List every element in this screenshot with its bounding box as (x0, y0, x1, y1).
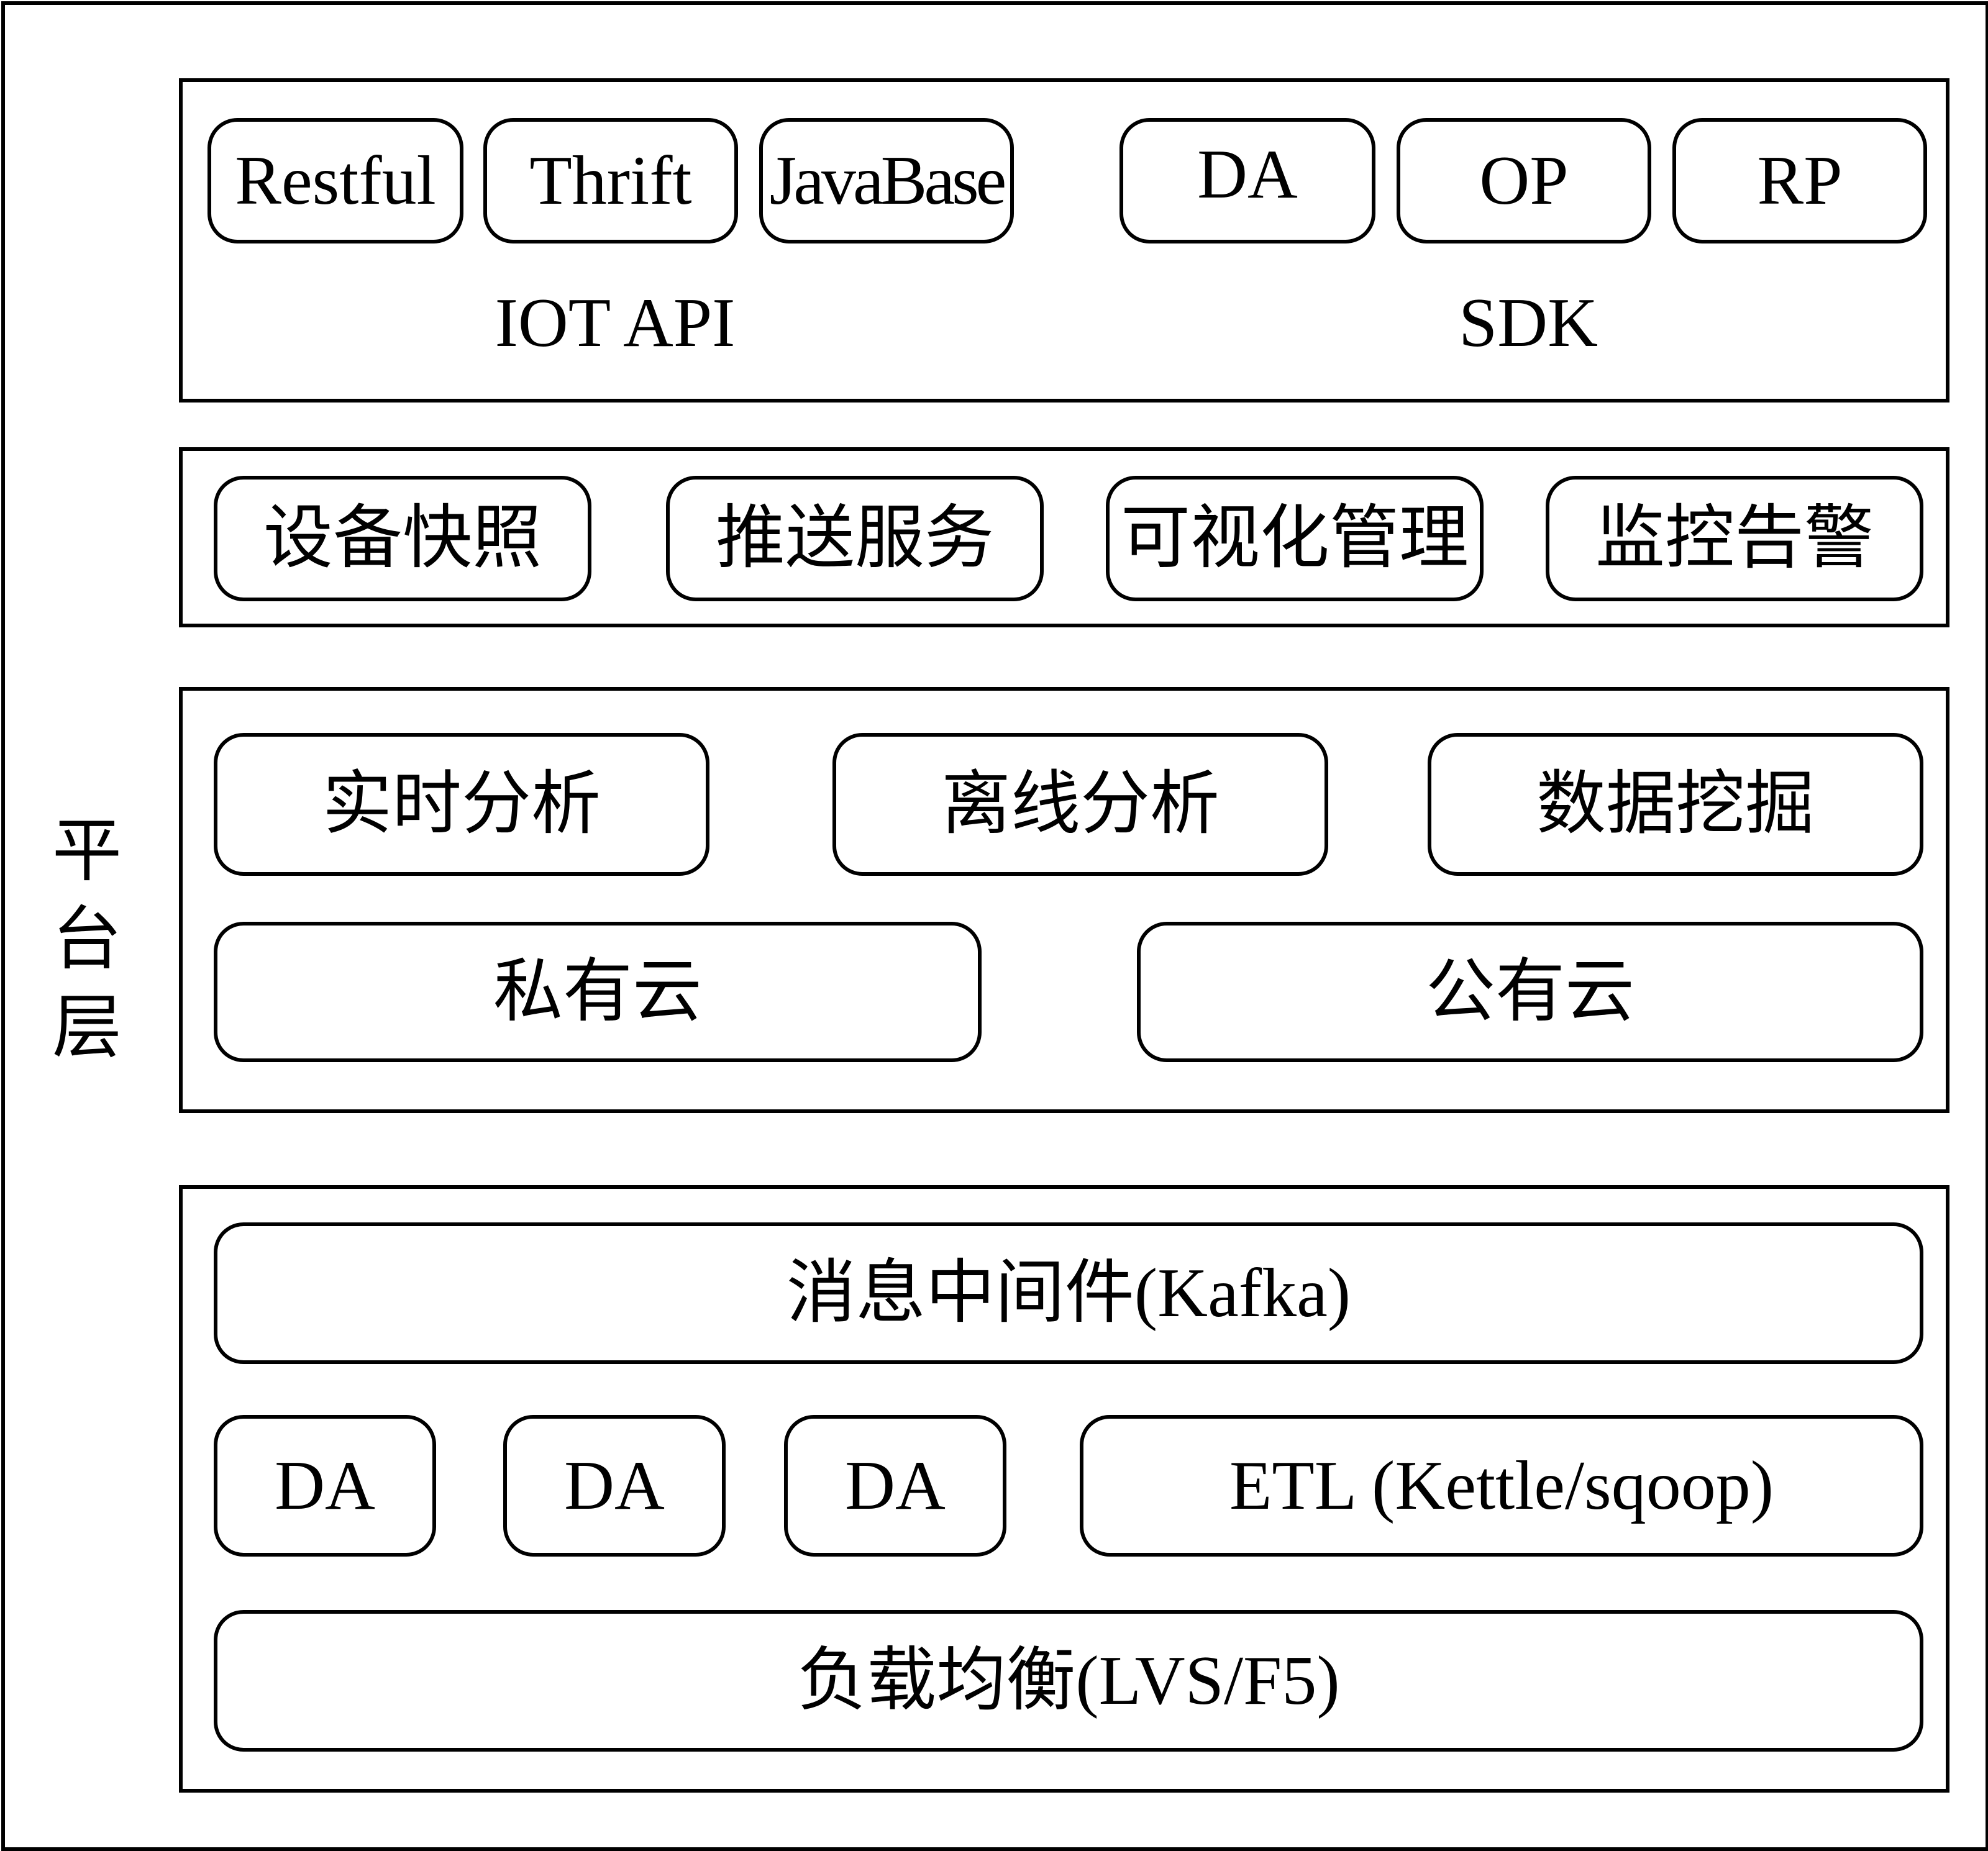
data-section (179, 1185, 1949, 1793)
sdk-op-box: OP (1397, 118, 1651, 243)
side-label-char-1: 平 (52, 813, 122, 890)
sdk-da-box: DA (1119, 118, 1375, 243)
api-restful-box: Restful (207, 118, 463, 243)
platform-layer-label: 平 台 层 (50, 807, 124, 1072)
analysis-section (179, 687, 1949, 1113)
etl-box: ETL (Kettle/sqoop) (1080, 1415, 1923, 1557)
side-label-char-2: 台 (52, 901, 122, 978)
data-mining-box: 数据挖掘 (1428, 733, 1923, 876)
side-label-char-3: 层 (52, 989, 122, 1066)
monitor-alarm-box: 监控告警 (1546, 476, 1923, 601)
public-cloud-box: 公有云 (1137, 922, 1923, 1062)
offline-analysis-box: 离线分析 (832, 733, 1328, 876)
service-section (179, 447, 1949, 627)
message-middleware-box: 消息中间件(Kafka) (214, 1222, 1923, 1364)
da-box-1: DA (214, 1415, 436, 1557)
sdk-label: SDK (1458, 284, 1598, 362)
da-box-2: DA (503, 1415, 726, 1557)
sdk-rp-box: RP (1672, 118, 1927, 243)
push-service-box: 推送服务 (666, 476, 1044, 601)
api-thrift-box: Thrift (483, 118, 738, 243)
load-balancer-box: 负载均衡(LVS/F5) (214, 1610, 1923, 1752)
private-cloud-box: 私有云 (214, 922, 982, 1062)
visual-management-box: 可视化管理 (1106, 476, 1484, 601)
iot-api-label: IOT API (495, 284, 736, 362)
da-box-3: DA (784, 1415, 1006, 1557)
api-sdk-section (179, 78, 1949, 402)
realtime-analysis-box: 实时分析 (214, 733, 709, 876)
device-snapshot-box: 设备快照 (214, 476, 591, 601)
api-javabase-box: JavaBase (759, 118, 1014, 243)
